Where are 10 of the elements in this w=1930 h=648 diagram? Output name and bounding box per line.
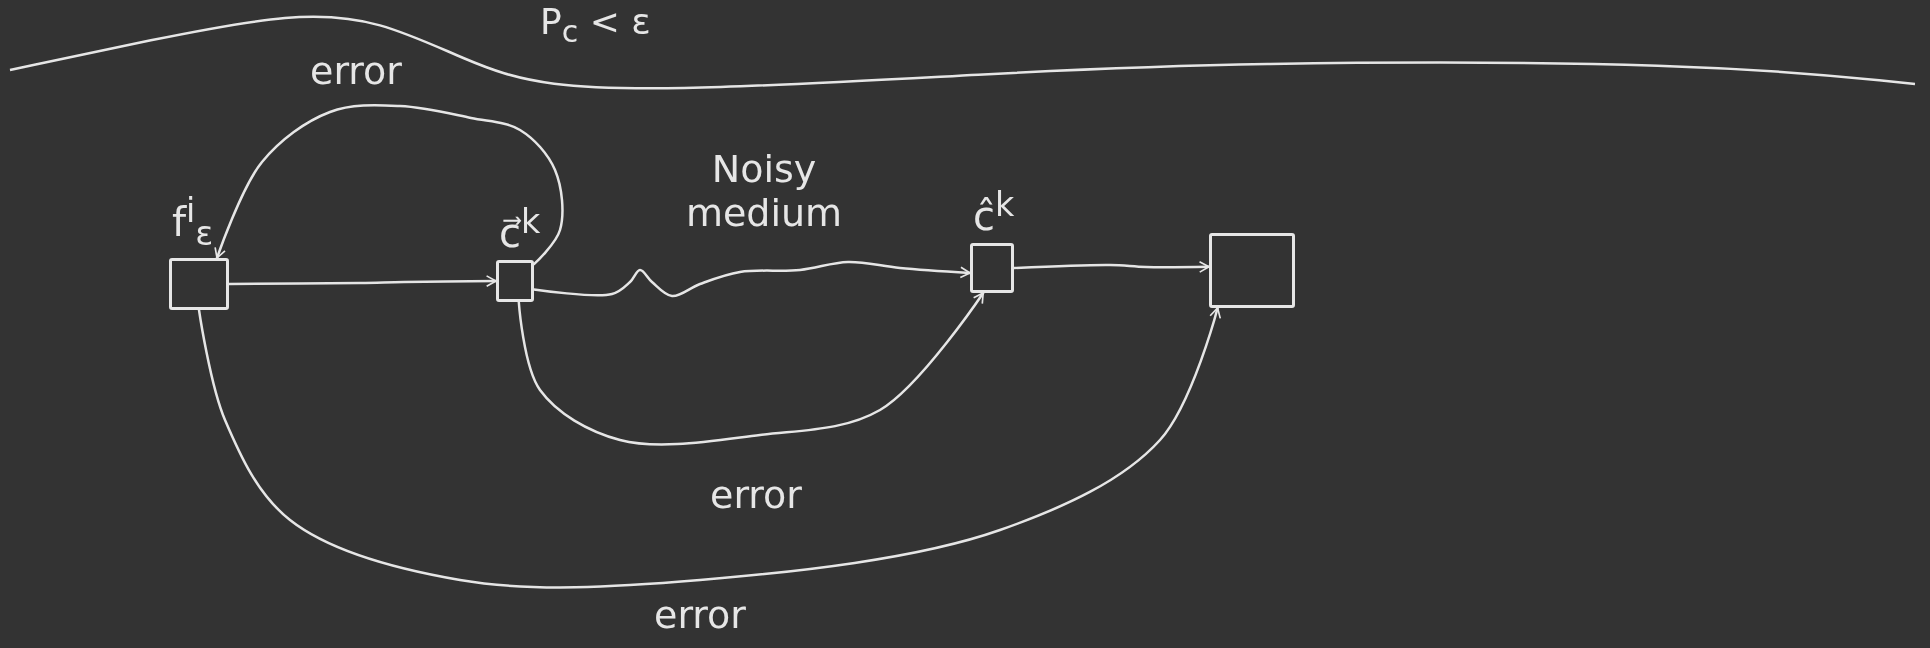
box: [1209, 233, 1295, 308]
arrow: [197, 306, 1222, 589]
arrow: [1012, 260, 1211, 273]
node-label: c⃗$^{k}$: [499, 203, 541, 255]
arrow: [214, 104, 564, 266]
formula-text: P$_{c}$ < ε: [540, 2, 651, 49]
arrow: [517, 291, 985, 446]
arrow: [227, 275, 498, 288]
node-label: ĉ$^{k}$: [973, 186, 1015, 238]
arrow: [532, 260, 972, 298]
